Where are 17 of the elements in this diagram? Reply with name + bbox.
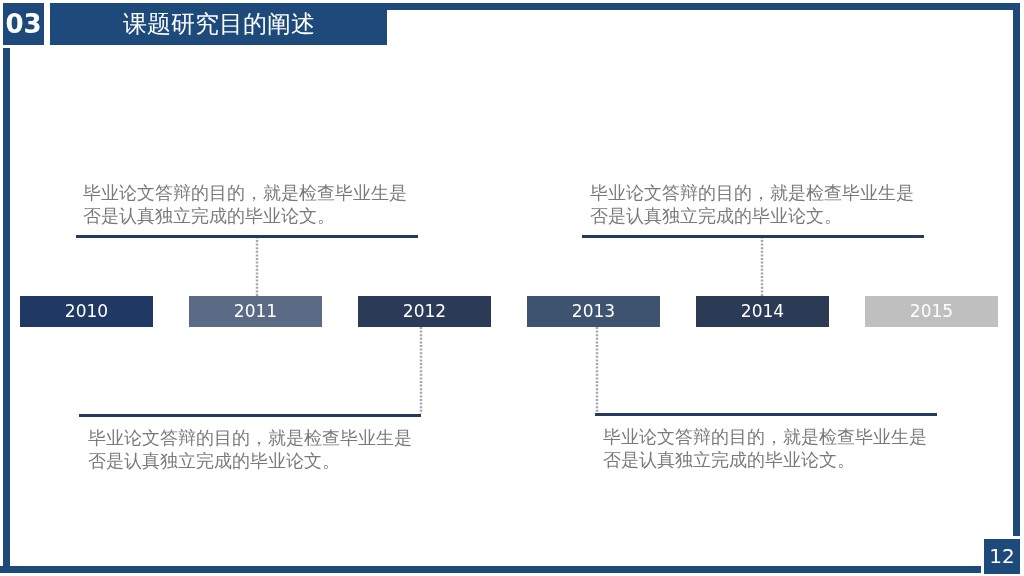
dotted-connector [760,238,764,296]
dotted-connector [255,238,259,296]
page-number: 12 [984,539,1020,574]
year-box: 2015 [865,296,998,327]
year-box: 2013 [527,296,660,327]
underlined-text: 毕业论文答辩的目的，就是检查毕业生是否是认真独立完成的毕业论文。 [79,414,421,472]
dotted-connector [595,327,599,413]
title-banner: 课题研究目的阐述 [50,3,387,45]
dotted-connector [419,327,423,414]
underlined-text: 毕业论文答辩的目的，就是检查毕业生是否是认真独立完成的毕业论文。 [582,181,924,238]
underlined-text: 毕业论文答辩的目的，就是检查毕业生是否是认真独立完成的毕业论文。 [595,413,937,471]
year-box: 2010 [20,296,153,327]
year-box: 2014 [696,296,829,327]
underlined-text: 毕业论文答辩的目的，就是检查毕业生是否是认真独立完成的毕业论文。 [76,181,418,238]
section-number: 03 [3,3,44,45]
year-box: 2011 [189,296,322,327]
year-box: 2012 [358,296,491,327]
